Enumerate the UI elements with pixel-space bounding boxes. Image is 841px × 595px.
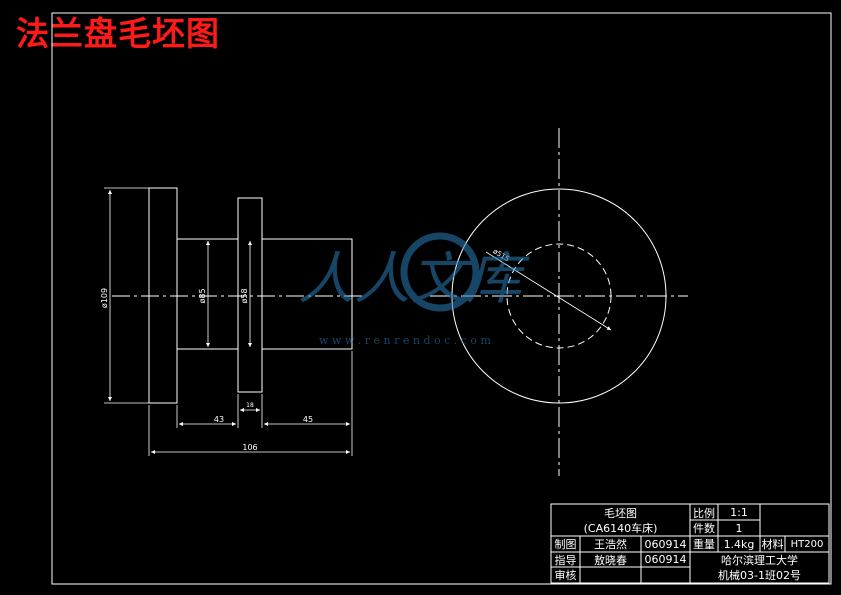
overlay-title: 法兰盘毛坯图 bbox=[16, 14, 220, 53]
drawing-frame bbox=[51, 12, 832, 585]
tb-guide-label: 指导 bbox=[554, 553, 577, 567]
radius-leader bbox=[485, 251, 612, 331]
tb-drawn-label: 制图 bbox=[554, 538, 577, 551]
tb-class-info: 机械03-1班02号 bbox=[718, 569, 801, 582]
watermark: 人人文库 w w w . r e n r e n d o c . c o m bbox=[298, 232, 530, 347]
tb-drawn-name: 王浩然 bbox=[594, 538, 627, 551]
tb-school: 哈尔滨理工大学 bbox=[721, 553, 798, 567]
tb-subtitle: (CA6140车床) bbox=[583, 522, 658, 535]
tb-weight-value: 1.4kg bbox=[723, 537, 755, 551]
watermark-text: 人人文库 bbox=[298, 247, 530, 312]
dim-d58-label: ø58 bbox=[240, 288, 249, 303]
dim-d109-label: ø109 bbox=[100, 288, 109, 308]
tb-scale-value: 1:1 bbox=[730, 506, 748, 519]
tb-name: 毛坯图 bbox=[604, 506, 637, 520]
tb-weight-label: 重量 bbox=[693, 538, 715, 551]
title-block-grid bbox=[550, 503, 830, 584]
tb-material-label: 材料 bbox=[761, 538, 784, 551]
dim-l45-label: 45 bbox=[303, 415, 313, 424]
tb-guide-date: 060914 bbox=[644, 553, 687, 566]
dim-d109 bbox=[104, 187, 149, 404]
tb-qty-label: 件数 bbox=[693, 522, 715, 535]
watermark-url: w w w . r e n r e n d o c . c o m bbox=[319, 334, 491, 347]
side-view bbox=[112, 187, 362, 404]
tb-scale-label: 比例 bbox=[693, 506, 715, 520]
tb-guide-name: 敖晓春 bbox=[594, 553, 627, 567]
tb-material-value: HT200 bbox=[790, 538, 824, 550]
tb-qty-value: 1 bbox=[735, 521, 743, 535]
dim-horizontal bbox=[148, 351, 353, 456]
dim-l18-label: 18 bbox=[246, 402, 254, 409]
tb-review-label: 审核 bbox=[554, 569, 577, 582]
dim-d85-label: ø85 bbox=[198, 288, 207, 303]
part-outline bbox=[148, 187, 353, 404]
end-view bbox=[430, 128, 688, 476]
dim-l106-label: 106 bbox=[242, 443, 257, 452]
tb-drawn-date: 060914 bbox=[644, 537, 687, 551]
dim-l43-label: 43 bbox=[214, 415, 224, 424]
